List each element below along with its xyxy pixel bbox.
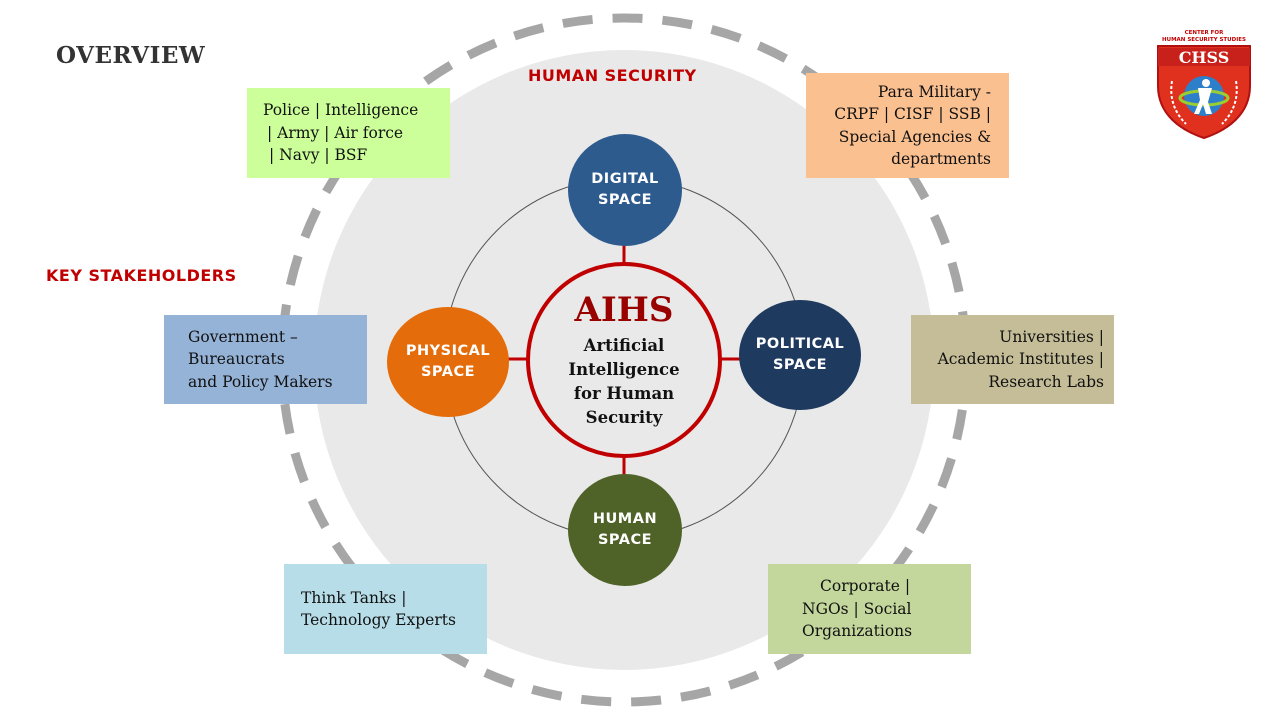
box-line: | Army | Air force xyxy=(267,123,404,142)
human-security-label: HUMAN SECURITY xyxy=(528,66,697,85)
physical-space-node: PHYSICAL SPACE xyxy=(387,307,509,417)
svg-text:CENTER FOR: CENTER FOR xyxy=(1185,30,1224,36)
box-line: Bureaucrats xyxy=(188,350,285,369)
stakeholder-box-think-tanks: Think Tanks | Technology Experts xyxy=(284,564,487,654)
key-stakeholders-label: KEY STAKEHOLDERS xyxy=(46,266,237,285)
stakeholder-box-para-military: Para Military - CRPF | CISF | SSB | Spec… xyxy=(806,73,1009,178)
aihs-line: Artificial xyxy=(583,336,665,355)
box-line: CRPF | CISF | SSB | xyxy=(834,105,991,123)
box-line: Organizations xyxy=(802,622,913,641)
node-label: DIGITAL xyxy=(591,171,659,187)
box-line: Government – xyxy=(188,327,298,346)
box-line: NGOs | Social xyxy=(802,599,912,618)
box-line: Universities | xyxy=(999,327,1104,346)
box-line: Academic Institutes | xyxy=(937,350,1104,369)
aihs-line: Security xyxy=(585,408,663,427)
aihs-line: Intelligence xyxy=(568,360,680,379)
political-space-node: POLITICAL SPACE xyxy=(739,300,861,410)
node-label: SPACE xyxy=(772,357,827,373)
political-space-circle xyxy=(739,300,861,410)
node-label: PHYSICAL xyxy=(405,343,491,359)
aihs-center: AIHS Artificial Intelligence for Human S… xyxy=(527,262,721,458)
svg-text:HUMAN SECURITY STUDIES: HUMAN SECURITY STUDIES xyxy=(1162,37,1246,43)
stakeholder-box-corporate: Corporate | NGOs | Social Organizations xyxy=(768,564,971,654)
box-line: | Navy | BSF xyxy=(269,146,368,165)
human-space-node: HUMAN SPACE xyxy=(568,474,682,586)
box-line: Special Agencies & xyxy=(838,127,991,146)
digital-space-circle xyxy=(568,134,682,246)
box-line: Para Military - xyxy=(877,82,991,101)
box-line: Corporate | xyxy=(820,577,911,596)
aihs-line: for Human xyxy=(573,384,675,403)
physical-space-circle xyxy=(387,307,509,417)
box-line: Technology Experts xyxy=(301,611,456,629)
box-line: Police | Intelligence xyxy=(263,101,419,120)
box-line: and Policy Makers xyxy=(188,372,333,391)
node-label: SPACE xyxy=(597,192,652,208)
chss-logo: CENTER FOR HUMAN SECURITY STUDIES CHSS xyxy=(1157,30,1251,140)
box-line: Think Tanks | xyxy=(301,588,407,607)
aihs-core-circle xyxy=(526,262,722,458)
node-label: POLITICAL xyxy=(755,336,845,352)
stakeholder-box-academia: Universities | Academic Institutes | Res… xyxy=(911,315,1114,404)
stakeholder-box-security-forces: Police | Intelligence | Army | Air force… xyxy=(247,88,450,178)
box-line: departments xyxy=(891,150,991,168)
node-label: SPACE xyxy=(597,532,652,548)
page-title: OVERVIEW xyxy=(56,42,206,69)
digital-space-node: DIGITAL SPACE xyxy=(568,134,682,246)
stakeholder-box-government: Government – Bureaucrats and Policy Make… xyxy=(164,315,367,404)
node-label: HUMAN xyxy=(592,511,658,527)
node-label: SPACE xyxy=(420,364,475,380)
svg-text:CHSS: CHSS xyxy=(1179,48,1230,67)
box-line: Research Labs xyxy=(988,372,1104,391)
human-space-circle xyxy=(568,474,682,586)
aihs-acronym: AIHS xyxy=(574,290,674,330)
